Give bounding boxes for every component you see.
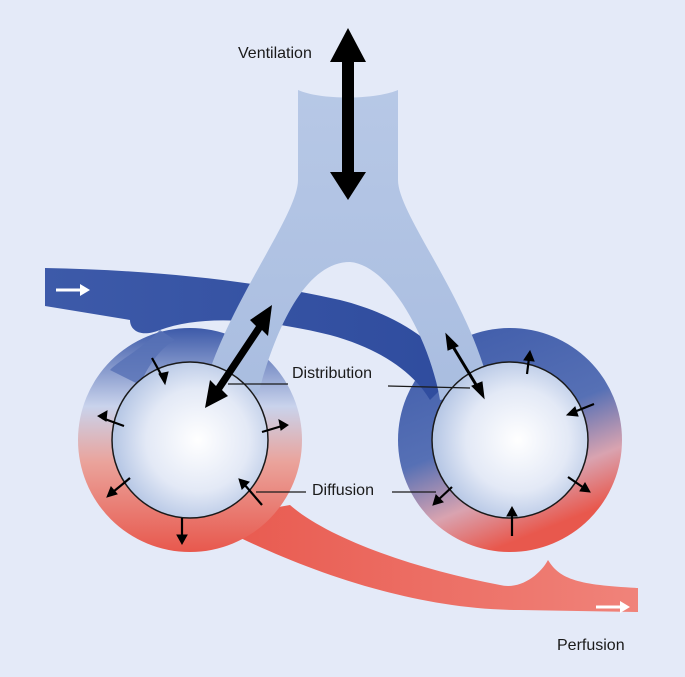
diffusion-arrow-icon bbox=[567, 476, 591, 493]
distribution-label: Distribution bbox=[292, 365, 373, 382]
diffusion-arrow-icon bbox=[106, 477, 131, 498]
right-alveolus bbox=[431, 361, 589, 519]
venous-vessel bbox=[45, 268, 455, 400]
diffusion-arrow-icon bbox=[523, 349, 535, 375]
arterial-flow-arrow-icon bbox=[596, 601, 630, 613]
diffusion-arrow-icon bbox=[97, 410, 125, 428]
left-diffusion-arrows bbox=[97, 357, 289, 546]
diffusion-arrow-icon bbox=[432, 486, 453, 506]
right-diffusion-arrows bbox=[432, 349, 595, 536]
diffusion-arrow-icon bbox=[261, 419, 289, 434]
ventilation-label: Ventilation bbox=[238, 45, 312, 62]
left-alveolus bbox=[111, 361, 269, 519]
ventilation-arrow-icon bbox=[330, 28, 366, 200]
left-distribution-arrow-icon bbox=[205, 305, 272, 408]
airway bbox=[205, 90, 490, 400]
diffusion-arrow-icon bbox=[151, 357, 169, 386]
distribution-leader-right bbox=[387, 385, 471, 389]
diffusion-arrow-icon bbox=[506, 505, 518, 536]
venous-flow-arrow-icon bbox=[56, 284, 90, 296]
diffusion-arrow-icon bbox=[238, 478, 263, 506]
perfusion-label: Perfusion bbox=[557, 637, 625, 654]
right-distribution-arrow-icon bbox=[445, 332, 485, 400]
arterial-vessel bbox=[205, 505, 638, 612]
diffusion-arrow-icon bbox=[176, 518, 188, 546]
diffusion-arrow-icon bbox=[565, 402, 595, 417]
diffusion-label: Diffusion bbox=[312, 482, 374, 499]
venous-connector bbox=[110, 330, 175, 385]
